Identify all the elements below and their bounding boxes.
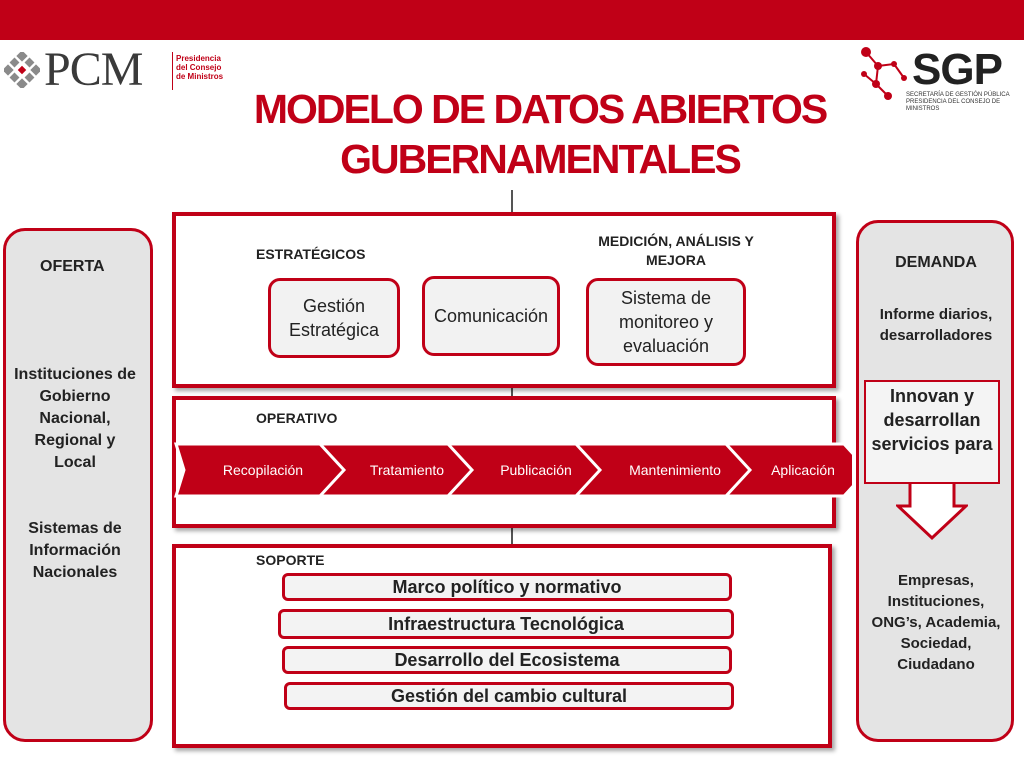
chevron-step-label-5: Aplicación [771,462,835,478]
soporte-bar-marco-text: Marco político y normativo [392,576,622,597]
oferta-panel [3,228,153,742]
sgp-logo-subtitle: Secretaría de Gestión Pública Presidenci… [906,92,1010,112]
oferta-item-instituciones: Instituciones de Gobierno Nacional, Regi… [14,366,136,471]
oferta-heading: OFERTA [40,258,105,275]
soporte-bar-infraestructura-text: Infraestructura Tecnológica [388,613,624,634]
soporte-bar-cambio: Gestión del cambio cultural [284,682,734,710]
chevron-step-label-1: Recopilación [223,462,303,478]
process-chevrons: Recopilación Tratamiento Publicación Manten… [173,442,852,498]
gestion-estrategica-box: Gestión Estratégica [268,278,400,358]
estrategicos-label: ESTRATÉGICOS [256,246,366,262]
top-bar [0,0,1024,40]
soporte-bar-ecosistema-text: Desarrollo del Ecosistema [394,649,620,670]
pcm-separator [172,52,173,90]
chevron-step-label-2: Tratamiento [370,462,444,478]
demanda-subtitle: Informe diarios, desarrolladores [879,306,993,344]
connector-2-3 [511,528,513,544]
soporte-bar-cambio-text: Gestión del cambio cultural [390,685,628,706]
pcm-logo-text: PCM [44,43,143,96]
sgp-logo-icon [861,47,907,100]
chevron-step-label-4: Mantenimiento [629,462,721,478]
comunicacion-text: Comunicación [433,306,549,326]
gestion-estrategica-text: Gestión Estratégica [288,296,380,340]
chevron-step-5 [722,442,852,498]
down-arrow-icon [896,478,968,541]
operativo-label: OPERATIVO [256,410,338,426]
pcm-logo-icon [4,52,40,88]
oferta-item-sistemas: Sistemas de Información Nacionales [28,520,122,581]
demanda-heading: DEMANDA [895,254,977,271]
connector-1-2 [511,388,513,396]
sgp-logo-text: SGP [912,45,1003,94]
soporte-bar-marco: Marco político y normativo [282,573,732,601]
title-line-1: MODELO DE DATOS ABIERTOS [253,86,828,132]
monitoreo-box: Sistema de monitoreo y evaluación [586,278,746,366]
comunicacion-box: Comunicación [422,276,560,356]
pcm-logo-subtitle: Presidencia del Consejo de Ministros [176,54,224,81]
monitoreo-text: Sistema de monitoreo y evaluación [618,288,714,356]
soporte-bar-ecosistema: Desarrollo del Ecosistema [282,646,732,674]
medicion-label: MEDICIÓN, ANÁLISIS Y MEJORA [598,233,754,268]
title-connector [511,190,513,212]
page-title: MODELO DE DATOS ABIERTOS GUBERNAMENTALES [180,84,900,184]
chevron-step-label-3: Publicación [500,462,572,478]
demanda-list: Empresas, Instituciones, ONG’s, Academia… [871,572,1001,673]
title-line-2: GUBERNAMENTALES [340,136,742,182]
soporte-bar-infraestructura: Infraestructura Tecnológica [278,609,734,639]
demanda-callout: Innovan y desarrollan servicios para [864,380,1000,484]
soporte-label: SOPORTE [256,552,325,568]
